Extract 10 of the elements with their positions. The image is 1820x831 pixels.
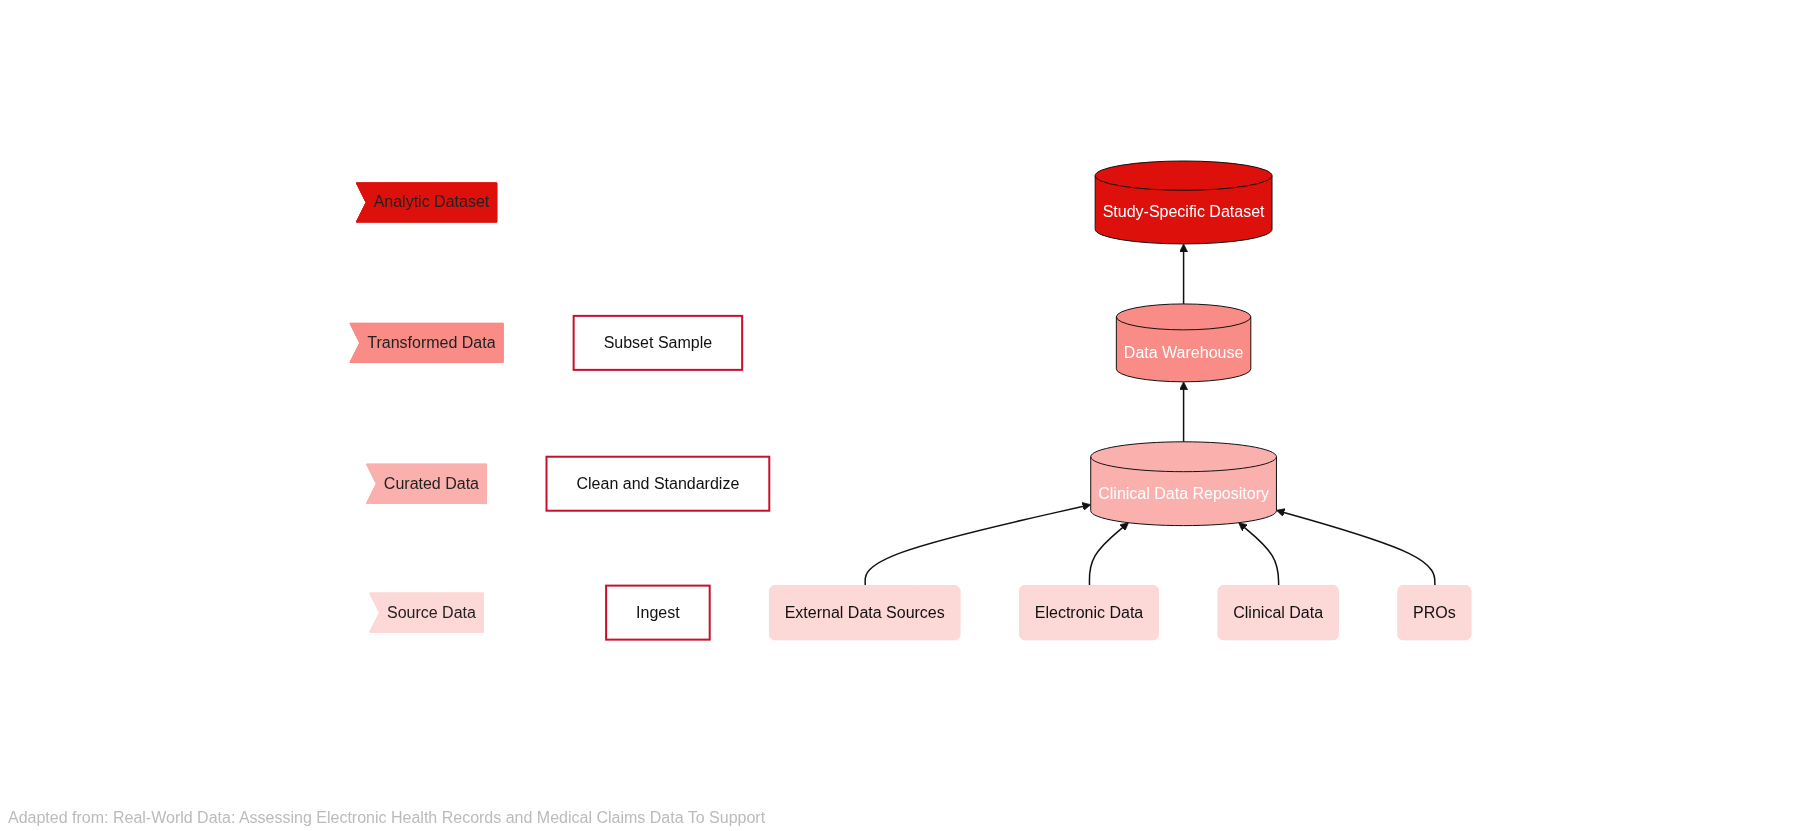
node-box: Clean and Standardize xyxy=(545,455,770,512)
caption: Adapted from: Real-World Data: Assessing Electronic Health Records and Medical Claims Data To Support xyxy=(8,809,766,827)
node-box: Ingest xyxy=(604,584,711,641)
arrow xyxy=(1178,381,1188,443)
arrow xyxy=(1237,522,1280,587)
arrow xyxy=(1088,522,1129,587)
arrow xyxy=(1275,508,1436,587)
arrow xyxy=(864,501,1091,587)
node-box: Subset Sample xyxy=(572,314,743,371)
arrow xyxy=(1178,243,1188,305)
